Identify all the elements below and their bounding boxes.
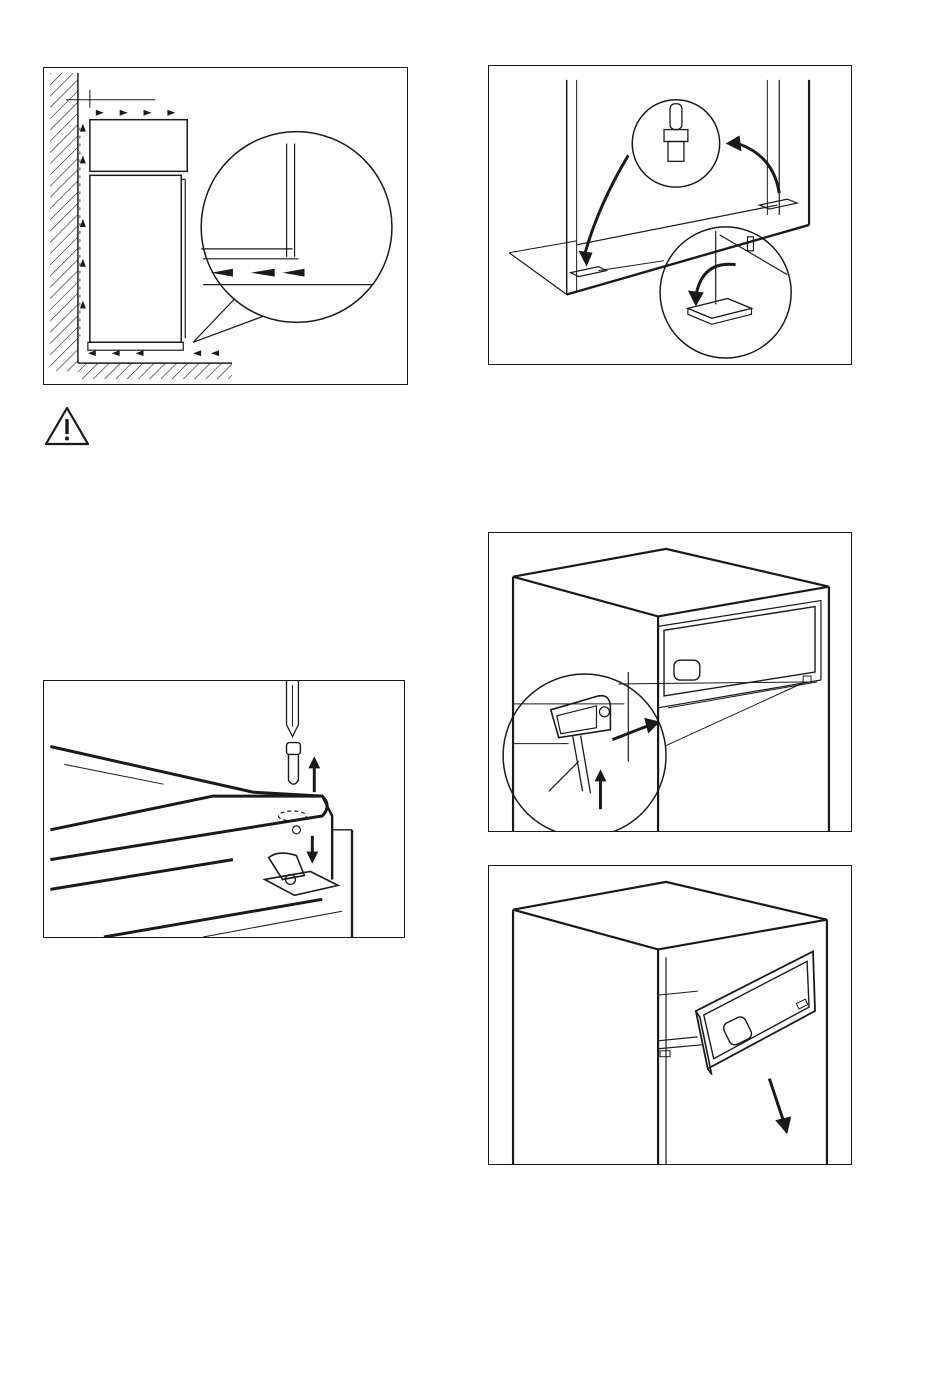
hinge-screw-diagram-icon [44,681,404,937]
door-hinge-diagram-icon [489,66,851,364]
freezer-door-diagram [488,865,852,1165]
ventilation-diagram-icon [44,68,407,384]
door-hinge-diagram [488,65,852,365]
ventilation-diagram [43,67,408,385]
freezer-clip-diagram [488,532,852,832]
hinge-screw-diagram [43,680,405,938]
freezer-clip-diagram-icon [489,533,851,831]
warning-triangle-icon [44,405,90,447]
freezer-door-diagram-icon [489,866,851,1164]
